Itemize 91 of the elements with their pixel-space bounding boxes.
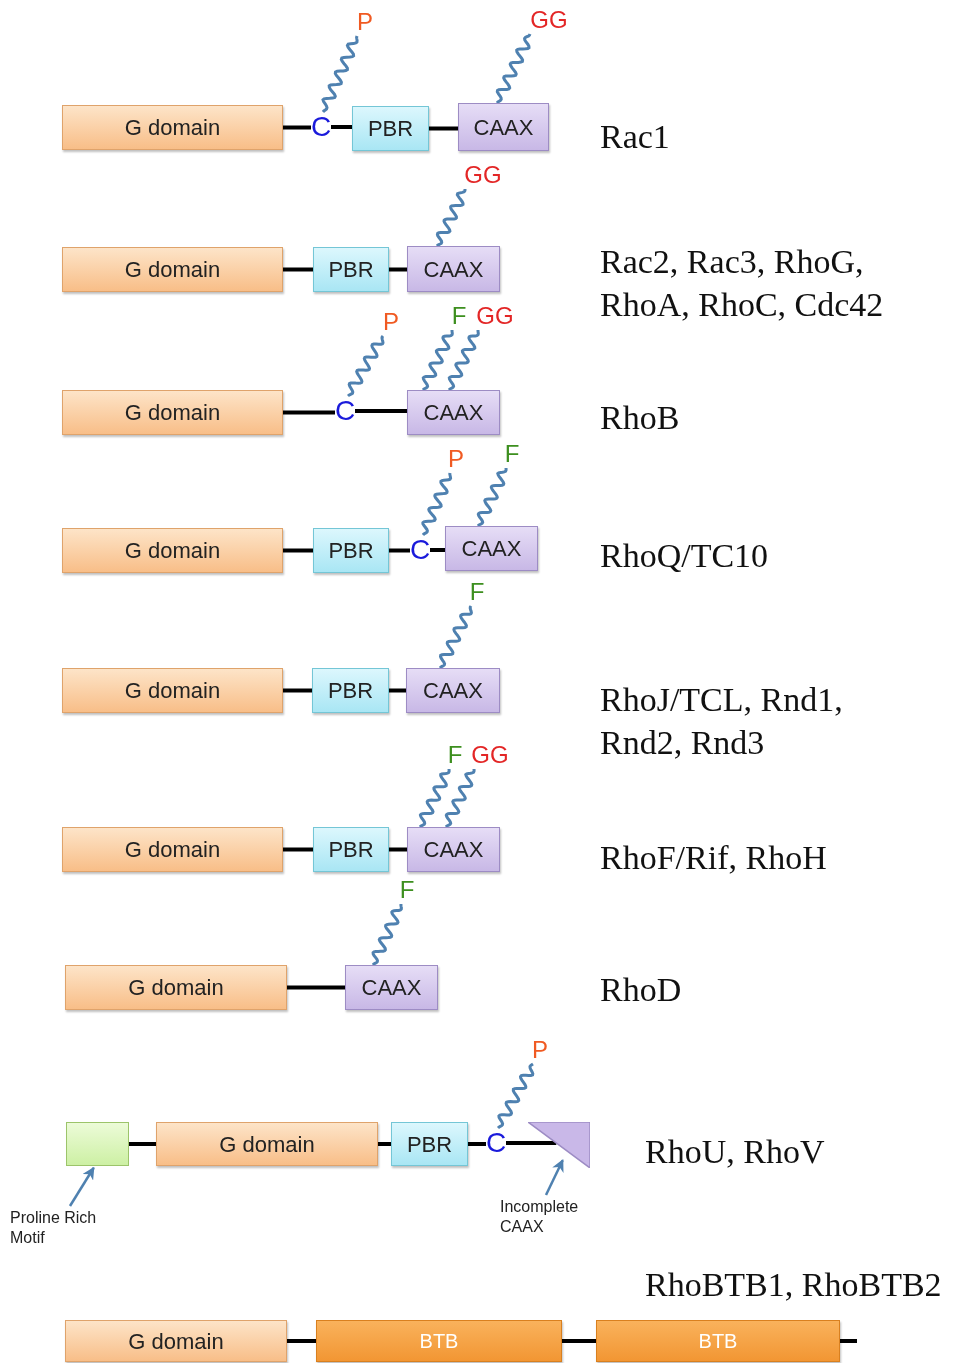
- residue-label: C: [311, 112, 331, 142]
- connector-line: [389, 267, 407, 272]
- connector-line: [430, 548, 445, 552]
- domain-box: CAAX: [345, 965, 438, 1010]
- modification-label: GG: [527, 6, 571, 34]
- lipid-chain: [476, 467, 508, 528]
- connector-line: [378, 1142, 391, 1146]
- domain-box: CAAX: [458, 103, 549, 151]
- leader-arrow: [544, 1159, 564, 1196]
- connector-line: [283, 267, 313, 272]
- connector-line: [429, 126, 458, 131]
- motif-box: [66, 1122, 129, 1166]
- domain-box: CAAX: [407, 827, 500, 872]
- protein-name: RhoJ/TCL, Rnd1, Rnd2, Rnd3: [600, 680, 844, 763]
- modification-label: GG: [461, 161, 505, 189]
- domain-box: G domain: [62, 528, 283, 573]
- protein-name: Rac1: [600, 117, 671, 157]
- modification-label: F: [446, 741, 464, 769]
- connector-line: [287, 985, 345, 990]
- connector-line: [840, 1339, 857, 1343]
- domain-box: BTB: [316, 1320, 562, 1362]
- domain-box: CAAX: [406, 668, 500, 713]
- connector-line: [506, 1141, 557, 1145]
- lipid-chain: [371, 903, 403, 967]
- domain-box: PBR: [352, 106, 429, 151]
- modification-label: P: [446, 445, 466, 473]
- lipid-chain: [347, 335, 385, 398]
- connector-line: [283, 410, 335, 415]
- domain-box: G domain: [62, 827, 283, 872]
- residue-label: C: [335, 396, 355, 426]
- modification-label: F: [503, 440, 521, 468]
- domain-box: PBR: [313, 528, 389, 573]
- domain-box: PBR: [313, 827, 389, 872]
- domain-box: G domain: [156, 1122, 378, 1166]
- lipid-chain: [435, 188, 467, 248]
- protein-name: RhoQ/TC10: [600, 536, 770, 576]
- modification-label: GG: [473, 302, 517, 330]
- protein-name: RhoF/Rif, RhoH: [600, 838, 828, 878]
- lipid-chain: [447, 329, 480, 392]
- protein-name: Rac2, Rac3, RhoG, RhoA, RhoC, Cdc42: [600, 242, 885, 325]
- lipid-chain: [418, 768, 451, 829]
- connector-line: [468, 1142, 486, 1146]
- leader-arrow: [68, 1166, 95, 1207]
- lipid-chain: [438, 605, 473, 670]
- residue-label: C: [486, 1128, 506, 1158]
- domain-box: CAAX: [407, 246, 500, 292]
- connector-line: [355, 409, 407, 413]
- domain-box: PBR: [312, 668, 389, 713]
- modification-label: F: [398, 876, 416, 904]
- connector-line: [283, 548, 313, 553]
- connector-line: [129, 1142, 156, 1146]
- domain-box: G domain: [65, 1320, 287, 1362]
- domain-box: CAAX: [445, 526, 538, 571]
- lipid-chain: [444, 768, 476, 829]
- domain-box: G domain: [65, 965, 287, 1010]
- protein-name: RhoD: [600, 970, 683, 1010]
- modification-label: F: [468, 578, 486, 606]
- modification-label: P: [530, 1036, 550, 1064]
- domain-box: PBR: [391, 1122, 468, 1166]
- connector-line: [283, 125, 311, 130]
- lipid-chain: [321, 35, 359, 114]
- connector-line: [389, 847, 407, 852]
- lipid-chain: [495, 33, 532, 105]
- domain-box: G domain: [62, 247, 283, 292]
- annotation-text: Incomplete CAAX: [500, 1195, 598, 1239]
- connector-line: [283, 847, 313, 852]
- residue-label: C: [410, 535, 430, 565]
- connector-line: [287, 1339, 316, 1343]
- modification-label: P: [381, 308, 401, 336]
- domain-box: PBR: [313, 247, 389, 292]
- triangle-shape: [528, 1122, 590, 1168]
- connector-line: [331, 125, 352, 129]
- protein-name: RhoU, RhoV: [645, 1132, 826, 1172]
- lipid-chain: [421, 472, 453, 537]
- modification-label: P: [355, 8, 375, 36]
- protein-name: RhoB: [600, 398, 681, 438]
- domain-box: G domain: [62, 105, 283, 150]
- connector-line: [283, 688, 312, 693]
- domain-box: G domain: [62, 390, 283, 435]
- connector-line: [389, 548, 410, 553]
- connector-line: [562, 1339, 596, 1343]
- lipid-chain: [497, 1062, 535, 1130]
- protein-name: RhoBTB1, RhoBTB2: [645, 1265, 943, 1305]
- modification-label: F: [450, 302, 468, 330]
- domain-box: CAAX: [407, 390, 500, 435]
- domain-box: G domain: [62, 668, 283, 713]
- modification-label: GG: [468, 741, 512, 769]
- lipid-chain: [421, 329, 454, 392]
- annotation-text: Proline Rich Motif: [10, 1206, 122, 1250]
- connector-line: [389, 688, 406, 693]
- domain-box: BTB: [596, 1320, 840, 1362]
